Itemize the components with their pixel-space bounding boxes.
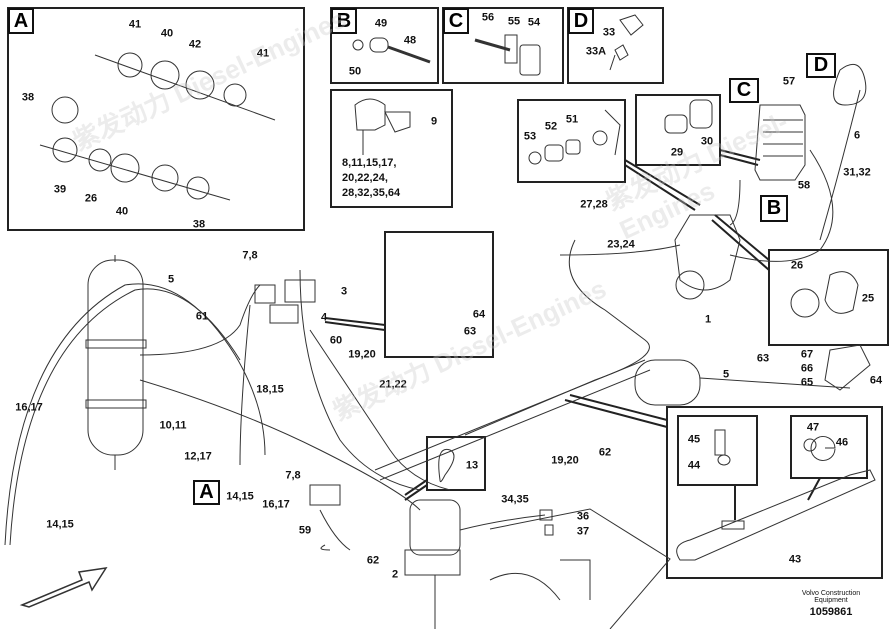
pointer-tag-d: D — [806, 53, 836, 78]
callout: 29 — [670, 146, 684, 159]
callout: 27,28 — [580, 198, 608, 211]
callout-line: 20,22,24, — [342, 172, 388, 184]
callout: 43 — [788, 553, 802, 566]
detail-box-valve — [635, 94, 721, 166]
callout: 59 — [298, 524, 312, 537]
callout: 50 — [348, 65, 362, 78]
callout: 66 — [800, 362, 814, 375]
callout: 49 — [374, 17, 388, 30]
company-line-2: Equipment — [814, 597, 848, 604]
callout: 38 — [192, 218, 206, 231]
callout: 63 — [463, 325, 477, 338]
detail-tag-b: B — [331, 8, 357, 34]
callout: 33A — [585, 45, 607, 58]
callout: 19,20 — [551, 454, 579, 467]
detail-box-d — [567, 7, 664, 84]
callout: 14,15 — [226, 490, 254, 503]
detail-box-clip — [330, 89, 453, 208]
callout: 16,17 — [262, 498, 290, 511]
callout: 63 — [756, 352, 770, 365]
callout: 34,35 — [501, 493, 529, 506]
callout: 55 — [507, 15, 521, 28]
detail-box-sensor — [768, 249, 889, 346]
callout: 62 — [598, 446, 612, 459]
callout: 64 — [472, 308, 486, 321]
callout: 51 — [565, 113, 579, 126]
detail-box-b — [330, 7, 439, 84]
callout: 41 — [128, 18, 142, 31]
callout: 3 — [340, 285, 348, 298]
callout-line: 28,32,35,64 — [342, 187, 401, 199]
callout: 48 — [403, 34, 417, 47]
pointer-tag-b: B — [760, 195, 788, 222]
callout: 38 — [21, 91, 35, 104]
detail-tag-c: C — [443, 8, 469, 34]
callout: 16,17 — [15, 401, 43, 414]
callout: 7,8 — [285, 469, 301, 482]
callout: 57 — [782, 75, 796, 88]
callout: 37 — [576, 525, 590, 538]
callout-line: 8,11,15,17, — [342, 157, 397, 169]
callout: 21,22 — [379, 378, 407, 391]
callout: 10,11 — [159, 419, 187, 432]
callout: 9 — [430, 115, 438, 128]
callout: 23,24 — [607, 238, 635, 251]
callout: 60 — [329, 334, 343, 347]
callout: 7,8 — [242, 249, 258, 262]
callout: 46 — [835, 436, 849, 449]
callout: 13 — [465, 459, 479, 472]
callout: 36 — [576, 510, 590, 523]
detail-box-fitting — [517, 99, 626, 183]
callout: 47 — [806, 421, 820, 434]
callout: 61 — [195, 310, 209, 323]
detail-box-bracket — [666, 406, 883, 579]
callout: 67 — [800, 348, 814, 361]
callout: 53 — [523, 130, 537, 143]
callout: 1 — [704, 313, 712, 326]
pointer-tag-c: C — [729, 78, 759, 103]
callout: 45 — [687, 433, 701, 446]
callout: 64 — [869, 374, 883, 387]
callout: 41 — [256, 47, 270, 60]
callout: 4 — [320, 311, 328, 324]
callout: 40 — [115, 205, 129, 218]
callout: 65 — [800, 376, 814, 389]
callout: 19,20 — [348, 348, 376, 361]
callout: 31,32 — [843, 166, 871, 179]
callout: 5 — [167, 273, 175, 286]
detail-box-photo — [384, 231, 494, 358]
drawing-number: 1059861 — [809, 606, 853, 618]
detail-box-c — [442, 7, 564, 84]
callout: 62 — [366, 554, 380, 567]
callout: 42 — [188, 38, 202, 51]
callout: 54 — [527, 16, 541, 29]
callout: 6 — [853, 129, 861, 142]
callout: 30 — [700, 135, 714, 148]
callout: 25 — [861, 292, 875, 305]
callout: 52 — [544, 120, 558, 133]
pointer-tag-a: A — [193, 480, 220, 505]
callout: 5 — [722, 368, 730, 381]
callout: 14,15 — [46, 518, 74, 531]
company-line-1: Volvo Construction — [801, 590, 861, 597]
callout: 39 — [53, 183, 67, 196]
callout: 44 — [687, 459, 701, 472]
callout: 26 — [790, 259, 804, 272]
callout: 40 — [160, 27, 174, 40]
detail-tag-a: A — [8, 8, 34, 34]
detail-box-a — [7, 7, 305, 231]
callout: 33 — [602, 26, 616, 39]
detail-tag-d: D — [568, 8, 594, 34]
callout: 58 — [797, 179, 811, 192]
callout: 18,15 — [256, 383, 284, 396]
callout: 12,17 — [184, 450, 212, 463]
drawing-credit: Volvo Construction Equipment 1059861 — [802, 590, 860, 618]
callout: 56 — [481, 11, 495, 24]
callout-list: 8,11,15,17, 20,22,24, 28,32,35,64 — [342, 156, 400, 201]
callout: 26 — [84, 192, 98, 205]
callout: 2 — [391, 568, 399, 581]
